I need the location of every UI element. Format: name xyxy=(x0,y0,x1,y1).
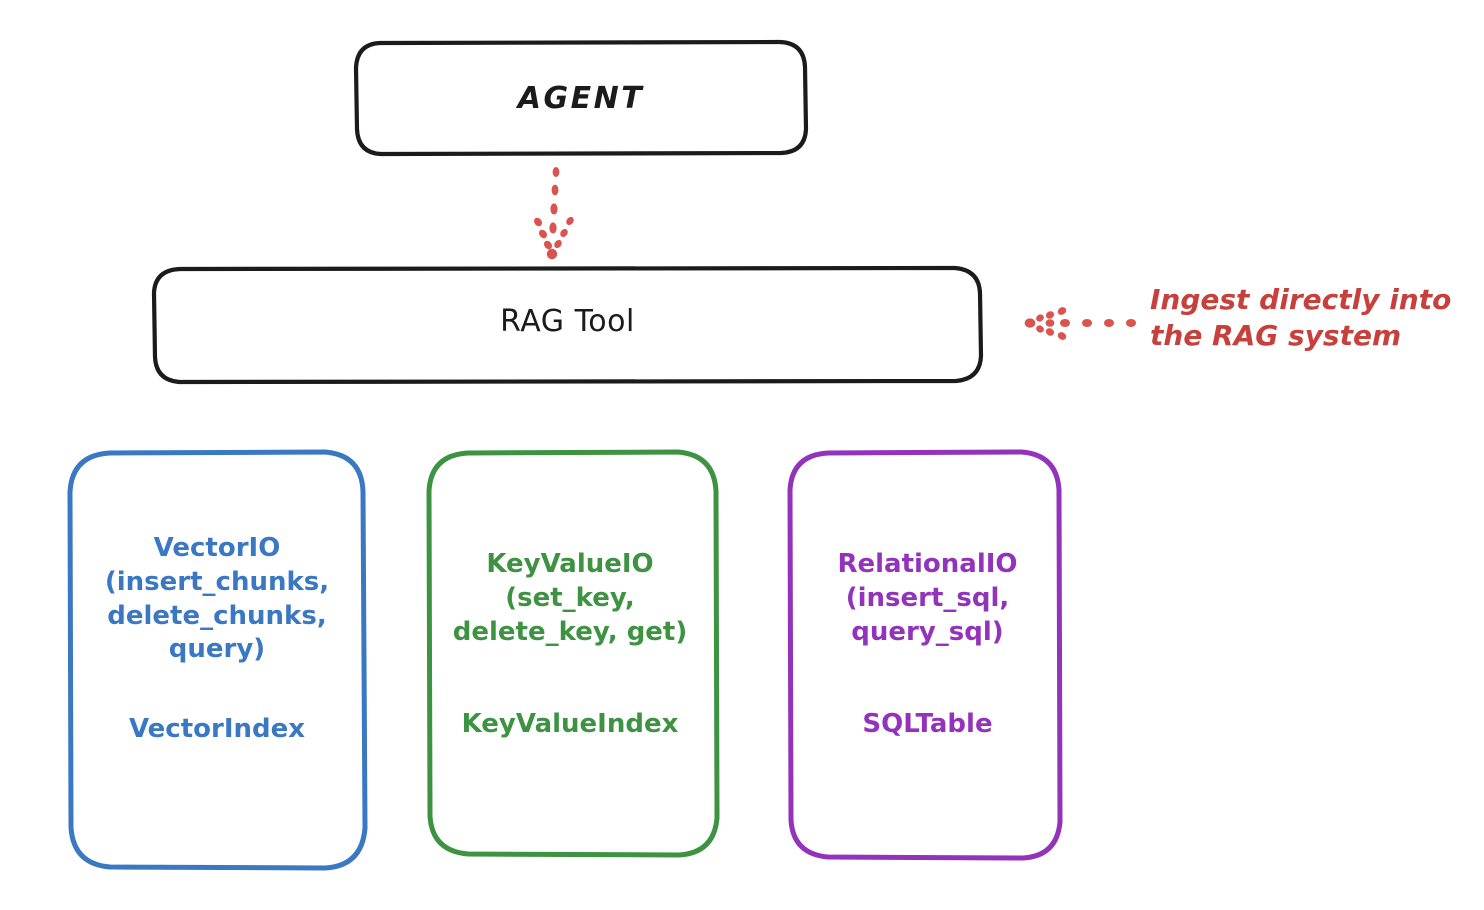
keyvalueio-box xyxy=(426,449,720,858)
ingest-to-rag-tool-arrow xyxy=(1024,307,1136,340)
relationalio-interface-label: RelationalIO (insert_sql, query_sql) xyxy=(837,549,1018,647)
vectorio-interface-label: VectorIO (insert_chunks, delete_chunks, … xyxy=(104,533,330,665)
sqltable-label: SQLTable xyxy=(862,709,993,739)
agent-to-rag-tool-arrow xyxy=(533,167,574,260)
rag-tool-node-label: RAG Tool xyxy=(500,304,635,339)
vectorindex-label: VectorIndex xyxy=(128,714,306,744)
keyvalueindex-label: KeyValueIndex xyxy=(461,709,679,739)
agent-node-label: AGENT xyxy=(517,81,645,116)
ingest-annotation-text: Ingest directly into the RAG system xyxy=(1150,283,1452,353)
keyvalueio-interface-label: KeyValueIO (set_key, delete_key, get) xyxy=(452,549,688,647)
relationalio-box xyxy=(787,449,1063,861)
